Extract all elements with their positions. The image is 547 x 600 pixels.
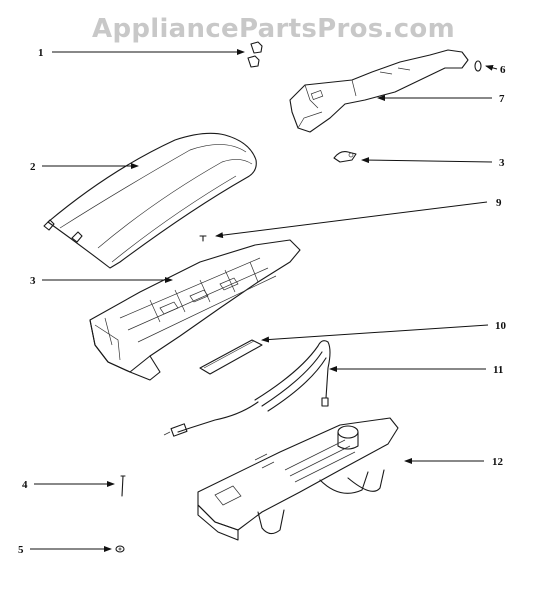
- part-upper-arm: [289, 49, 469, 133]
- part-bar: [199, 339, 263, 375]
- callout-12: 12: [492, 456, 504, 468]
- callout-5: 5: [18, 544, 24, 556]
- part-cover-shell: [43, 132, 257, 269]
- watermark-text: AppliancePartsPros.com: [92, 14, 455, 44]
- part-washer: [115, 545, 125, 553]
- callout-labels: 1 2 3 3 4 5 6 7 9 10 11 12: [18, 47, 507, 556]
- part-small-spring: [333, 151, 357, 163]
- part-heating-element: [163, 340, 331, 437]
- part-small-ring: [474, 60, 482, 72]
- callout-1: 1: [38, 47, 44, 59]
- callout-3-spring: 3: [499, 157, 505, 169]
- callout-11: 11: [493, 364, 503, 376]
- callout-leaders: [30, 49, 498, 552]
- callout-2: 2: [30, 161, 36, 173]
- callout-3-housing: 3: [30, 275, 36, 287]
- callout-6: 6: [500, 64, 506, 76]
- callout-4: 4: [22, 479, 28, 491]
- callout-10: 10: [495, 320, 507, 332]
- part-base-frame: [197, 417, 399, 541]
- part-tiny-screw: [199, 235, 207, 242]
- part-clips: [247, 41, 263, 68]
- part-main-housing: [89, 239, 301, 381]
- part-screw: [120, 475, 126, 497]
- callout-7: 7: [499, 93, 505, 105]
- callout-9: 9: [496, 197, 502, 209]
